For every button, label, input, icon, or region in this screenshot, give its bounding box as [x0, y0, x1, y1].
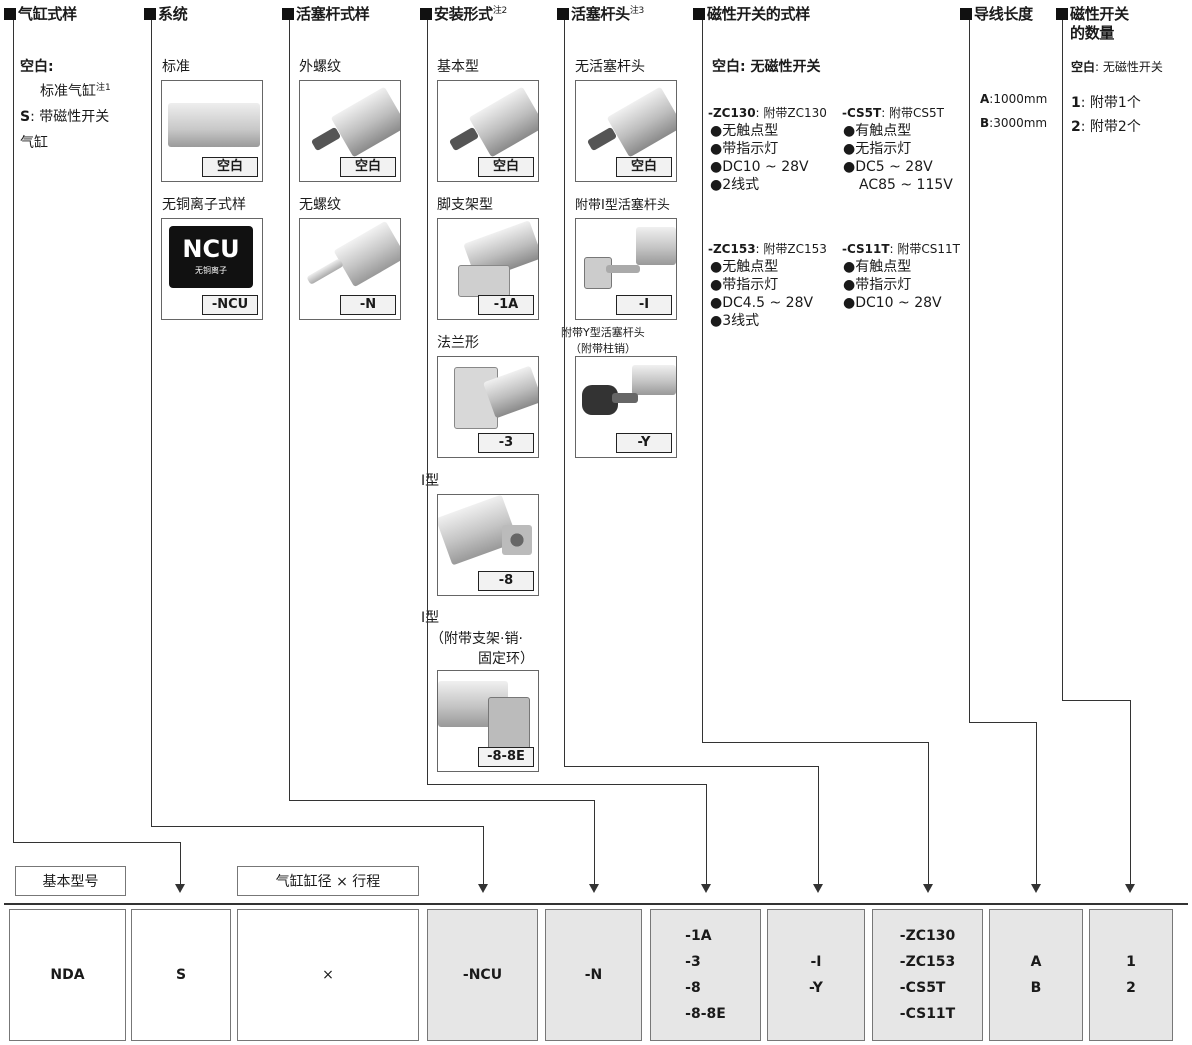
mount-i2-desc1: （附带支架·销· — [430, 631, 523, 647]
mount-i-photo: -8 — [437, 494, 539, 596]
rodend-y-label2: （附带柱销） — [570, 342, 636, 355]
series-ncu-label: 无铜离子式样 — [162, 197, 246, 213]
header-rod-spec: 活塞杆式样 — [282, 3, 370, 24]
mount-foot-label: 脚支架型 — [437, 197, 493, 213]
s-option: S: 带磁性开关 — [20, 109, 110, 125]
mount-foot-photo: -1A — [437, 218, 539, 320]
header-switch-count: 磁性开关 — [1056, 3, 1129, 24]
option-tag: -8 — [478, 571, 534, 591]
series-standard-label: 标准 — [162, 59, 190, 75]
rod-none-label: 无螺纹 — [299, 197, 341, 213]
option-tag: -3 — [478, 433, 534, 453]
option-tag: -NCU — [202, 295, 258, 315]
switch-cs5t-title: -CS5T: 附带CS5T — [842, 106, 945, 120]
code-box-bore-stroke: × — [237, 909, 419, 1041]
header-lead: 导线长度 — [960, 3, 1033, 24]
option-tag: 空白 — [616, 157, 672, 177]
header-series: 系统 — [144, 3, 188, 24]
mount-i2-label: I型 — [421, 610, 440, 626]
mount-basic-photo: 空白 — [437, 80, 539, 182]
switch-zc130-title: -ZC130: 附带ZC130 — [708, 106, 827, 120]
switch-zc130-lines: ●无触点型●带指示灯●DC10 ~ 28V●2线式 — [710, 123, 809, 193]
switch-zc153-lines: ●无触点型●带指示灯●DC4.5 ~ 28V●3线式 — [710, 259, 814, 329]
header-cylinder-spec: 气缸式样 — [4, 3, 77, 24]
ncu-logo: NCU 无铜离子 — [169, 226, 253, 288]
mount-flange-label: 法兰形 — [437, 335, 479, 351]
switch-zc153-title: -ZC153: 附带ZC153 — [708, 242, 827, 256]
switch-cs11t-title: -CS11T: 附带CS11T — [842, 242, 961, 256]
option-tag: 空白 — [340, 157, 396, 177]
bore-stroke-label: 气缸缸径 × 行程 — [237, 866, 419, 896]
divider — [4, 903, 1188, 905]
option-tag: -I — [616, 295, 672, 315]
rodend-none-label: 无活塞杆头 — [575, 59, 645, 75]
code-box-ncu: -NCU — [427, 909, 538, 1041]
code-box-rod-end: -I-Y — [767, 909, 865, 1041]
option-tag: -8-8E — [478, 747, 534, 767]
switch-blank: 空白: 无磁性开关 — [712, 59, 821, 75]
code-box-s: S — [131, 909, 231, 1041]
rod-none-photo: -N — [299, 218, 401, 320]
rodend-none-photo: 空白 — [575, 80, 677, 182]
blank-label: 空白: — [20, 59, 54, 75]
header-mount: 安装形式注2 — [420, 3, 507, 24]
series-ncu-photo: NCU 无铜离子 -NCU — [161, 218, 263, 320]
rodend-i-photo: -I — [575, 218, 677, 320]
count-one: 1: 附带1个 — [1071, 95, 1141, 111]
s-option-2: 气缸 — [20, 135, 48, 151]
rodend-i-label: 附带I型活塞杆头 — [575, 198, 670, 213]
header-switch-count-2: 的数量 — [1070, 24, 1115, 42]
header-rod-end: 活塞杆头注3 — [557, 3, 644, 24]
series-standard-photo: 空白 — [161, 80, 263, 182]
option-tag: -N — [340, 295, 396, 315]
option-tag: 空白 — [478, 157, 534, 177]
rod-male-label: 外螺纹 — [299, 59, 341, 75]
rod-male-photo: 空白 — [299, 80, 401, 182]
lead-a: A:1000mm — [980, 92, 1048, 106]
switch-cs11t-lines: ●有触点型●带指示灯●DC10 ~ 28V — [843, 259, 942, 311]
mount-i2-desc2: 固定环） — [478, 651, 534, 667]
rodend-y-photo: -Y — [575, 356, 677, 458]
option-tag: -Y — [616, 433, 672, 453]
code-box-rod: -N — [545, 909, 642, 1041]
count-two: 2: 附带2个 — [1071, 119, 1141, 135]
count-blank: 空白: 无磁性开关 — [1071, 60, 1163, 74]
header-switch-spec: 磁性开关的式样 — [693, 3, 810, 24]
rodend-y-label: 附带Y型活塞杆头 — [561, 326, 645, 339]
mount-i-label: I型 — [421, 473, 440, 489]
lead-b: B:3000mm — [980, 116, 1048, 130]
code-box-mount: -1A-3-8-8-8E — [650, 909, 761, 1041]
code-box-switch: -ZC130-ZC153-CS5T-CS11T — [872, 909, 983, 1041]
mount-i2-photo: -8-8E — [437, 670, 539, 772]
code-box-nda: NDA — [9, 909, 126, 1041]
blank-desc: 标准气缸注1 — [40, 83, 111, 100]
option-tag: -1A — [478, 295, 534, 315]
mount-flange-photo: -3 — [437, 356, 539, 458]
mount-basic-label: 基本型 — [437, 59, 479, 75]
option-tag: 空白 — [202, 157, 258, 177]
basic-model-label: 基本型号 — [15, 866, 126, 896]
